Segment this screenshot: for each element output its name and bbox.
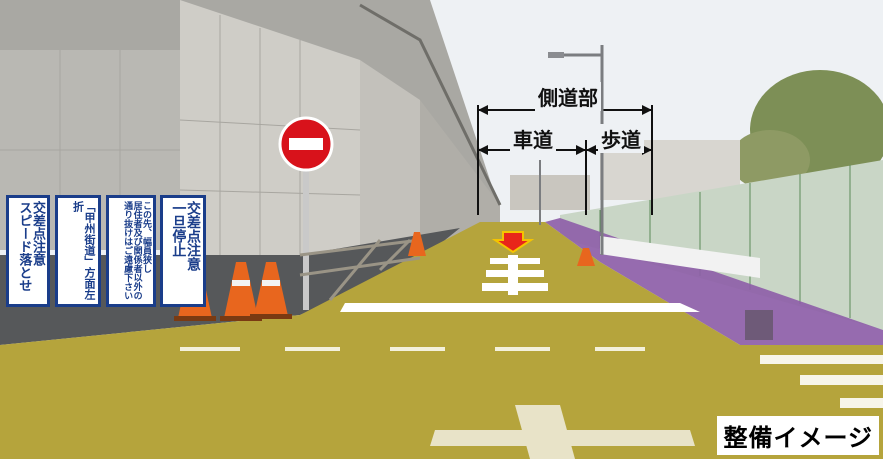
distant-building [510, 175, 590, 210]
concrete-wall [420, 100, 500, 252]
no-entry-bar [289, 138, 323, 150]
signboard-text: 交差点注意スピード落とせ [16, 201, 45, 292]
lane-dashes [180, 347, 645, 351]
crosswalk-stripes [760, 355, 883, 408]
stop-line [340, 303, 700, 312]
intersection-cross-mark [430, 405, 695, 459]
image-caption-badge: 整備イメージ [717, 416, 879, 455]
concrete-wall [180, 0, 360, 280]
green-fence [560, 160, 883, 330]
signboard-text: この先、幅員狭し居住者及び関係者以外の通り抜けはご遠慮下さい [122, 201, 151, 300]
dimension-arrows [478, 105, 652, 155]
label-sidewalk-area: 側道部 [535, 82, 601, 111]
sign-pole [303, 160, 309, 310]
viaduct-railing [359, 3, 502, 206]
signboard-intersection-caution: 交差点注意スピード落とせ [6, 195, 50, 307]
road-stop-marking [482, 231, 548, 295]
barricade [299, 238, 421, 301]
signboard-koshu-kaido: 「甲州街道」方面左折 [55, 195, 101, 307]
roadway-overlay [0, 222, 883, 459]
label-roadway: 車道 [510, 124, 556, 153]
label-walkway: 歩道 [598, 124, 644, 153]
signboard-text: 交差点注意一旦停止 [170, 201, 201, 271]
signboard-stop-caution: 交差点注意一旦停止 [160, 195, 206, 307]
signboard-text: 「甲州街道」方面左折 [71, 201, 96, 300]
signboard-narrow-road: この先、幅員狭し居住者及び関係者以外の通り抜けはご遠慮下さい [106, 195, 156, 307]
tree-cluster [730, 130, 810, 190]
concrete-wall [360, 60, 420, 262]
rail-base [745, 310, 773, 340]
lamp-head [548, 52, 564, 58]
guard-rail [600, 236, 760, 278]
